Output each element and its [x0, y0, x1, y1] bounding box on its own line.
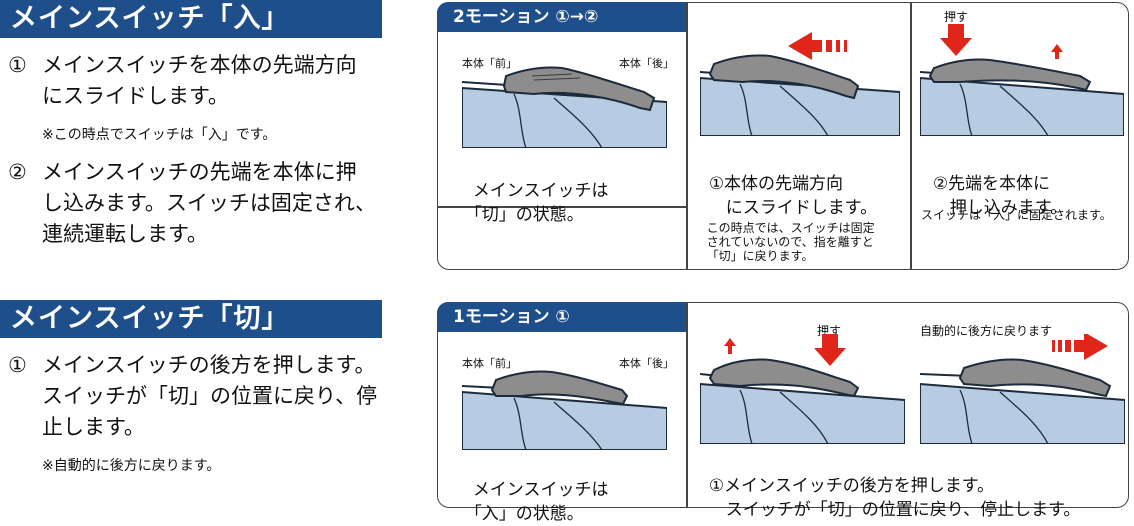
push-in-illustration	[920, 24, 1124, 136]
switch-on-illustration	[462, 370, 667, 450]
caption-line: メインスイッチは	[472, 480, 609, 500]
note-line: この時点では、スイッチは固定	[706, 221, 875, 235]
step1-caption: ①本体の先端方向	[698, 150, 843, 196]
off-caption: スイッチが「切」の位置に戻り、停止します。	[698, 476, 1081, 522]
caption-line: 「切」の状態。	[464, 205, 584, 225]
divider	[686, 2, 688, 270]
note-line: されていないので、指を離すと	[706, 235, 874, 249]
push-rear-illustration	[700, 334, 905, 444]
divider	[910, 2, 912, 270]
step-line: 連続運転します。	[42, 222, 208, 246]
state-caption: メインスイッチは	[462, 456, 609, 502]
step-line: メインスイッチを本体の先端方向	[42, 53, 357, 77]
step-number: ①	[8, 353, 27, 377]
caption-line: にスライドします。	[708, 198, 878, 218]
section-header-off: メインスイッチ「切」	[0, 300, 382, 338]
panel-one-motion-tab: 1モーション ①	[437, 302, 686, 332]
arrow-up-icon	[1051, 44, 1063, 59]
state-caption: メインスイッチは	[462, 157, 609, 203]
step2-note: スイッチは「入」に固定されます。	[921, 208, 1112, 222]
arrow-right-icon	[1052, 334, 1108, 360]
caption-line: 押し込みます。	[932, 198, 1068, 218]
on-step-2: ② メインスイッチの先端を本体に押し込みます。スイッチは固定され、連続運転します…	[8, 157, 388, 250]
off-step-1: ① メインスイッチの後方を押します。スイッチが「切」の位置に戻り、停止します。	[8, 350, 388, 443]
step1-caption: にスライドします。	[698, 174, 877, 220]
label-back: 本体「後」	[619, 357, 674, 370]
step-number: ②	[8, 160, 27, 184]
step1-note: 「切」に戻ります。	[699, 235, 814, 263]
divider	[437, 206, 687, 208]
step1-note: されていないので、指を離すと	[699, 221, 874, 249]
step-line: メインスイッチの先端を本体に押	[42, 160, 357, 184]
auto-return-illustration	[920, 334, 1125, 444]
caption-line: 「入」の状態。	[464, 504, 584, 524]
state-caption: 「切」の状態。	[454, 181, 584, 227]
caption-line: ①メインスイッチの後方を押します。	[708, 476, 995, 496]
arrow-up-icon	[724, 338, 736, 354]
label-front: 本体「前」	[462, 357, 517, 370]
slide-forward-illustration	[700, 32, 900, 136]
divider	[686, 302, 688, 508]
arrow-down-icon	[814, 334, 846, 366]
step2-caption: ②先端を本体に	[922, 150, 1050, 196]
step-number: ①	[8, 53, 27, 77]
push-label: 押す	[944, 10, 969, 24]
arrow-left-icon	[788, 32, 847, 60]
off-step-1-note: ※自動的に後方に戻ります。	[42, 458, 221, 474]
panel-two-motion-tab: 2モーション ①→②	[437, 2, 686, 32]
step1-note: この時点では、スイッチは固定	[699, 207, 875, 235]
step-line: にスライドします。	[42, 84, 229, 108]
caption-line: ①本体の先端方向	[708, 174, 844, 194]
state-caption: 「入」の状態。	[454, 480, 584, 526]
step2-caption: 押し込みます。	[922, 174, 1067, 220]
on-step-1: ① メインスイッチを本体の先端方向にスライドします。	[8, 50, 388, 112]
switch-off-illustration	[462, 66, 667, 148]
caption-line: メインスイッチは	[472, 181, 609, 201]
on-step-1-note: ※この時点でスイッチは「入」です。	[42, 127, 277, 143]
off-caption: ①メインスイッチの後方を押します。	[698, 452, 994, 498]
step-line: メインスイッチの後方を押します。	[42, 353, 376, 377]
step-line: スイッチが「切」の位置に戻り、停	[42, 384, 378, 408]
section-header-on: メインスイッチ「入」	[0, 0, 382, 38]
arrow-down-icon	[940, 24, 972, 56]
step-line: し込みます。スイッチは固定され、	[42, 191, 377, 215]
step-line: 止します。	[42, 415, 145, 439]
label-front: 本体「前」	[462, 57, 517, 70]
caption-line: スイッチが「切」の位置に戻り、停止します。	[708, 500, 1081, 520]
label-back: 本体「後」	[619, 57, 674, 70]
auto-return-label: 自動的に後方に戻ります	[920, 324, 1053, 338]
caption-line: ②先端を本体に	[932, 174, 1051, 194]
note-line: 「切」に戻ります。	[706, 249, 814, 263]
